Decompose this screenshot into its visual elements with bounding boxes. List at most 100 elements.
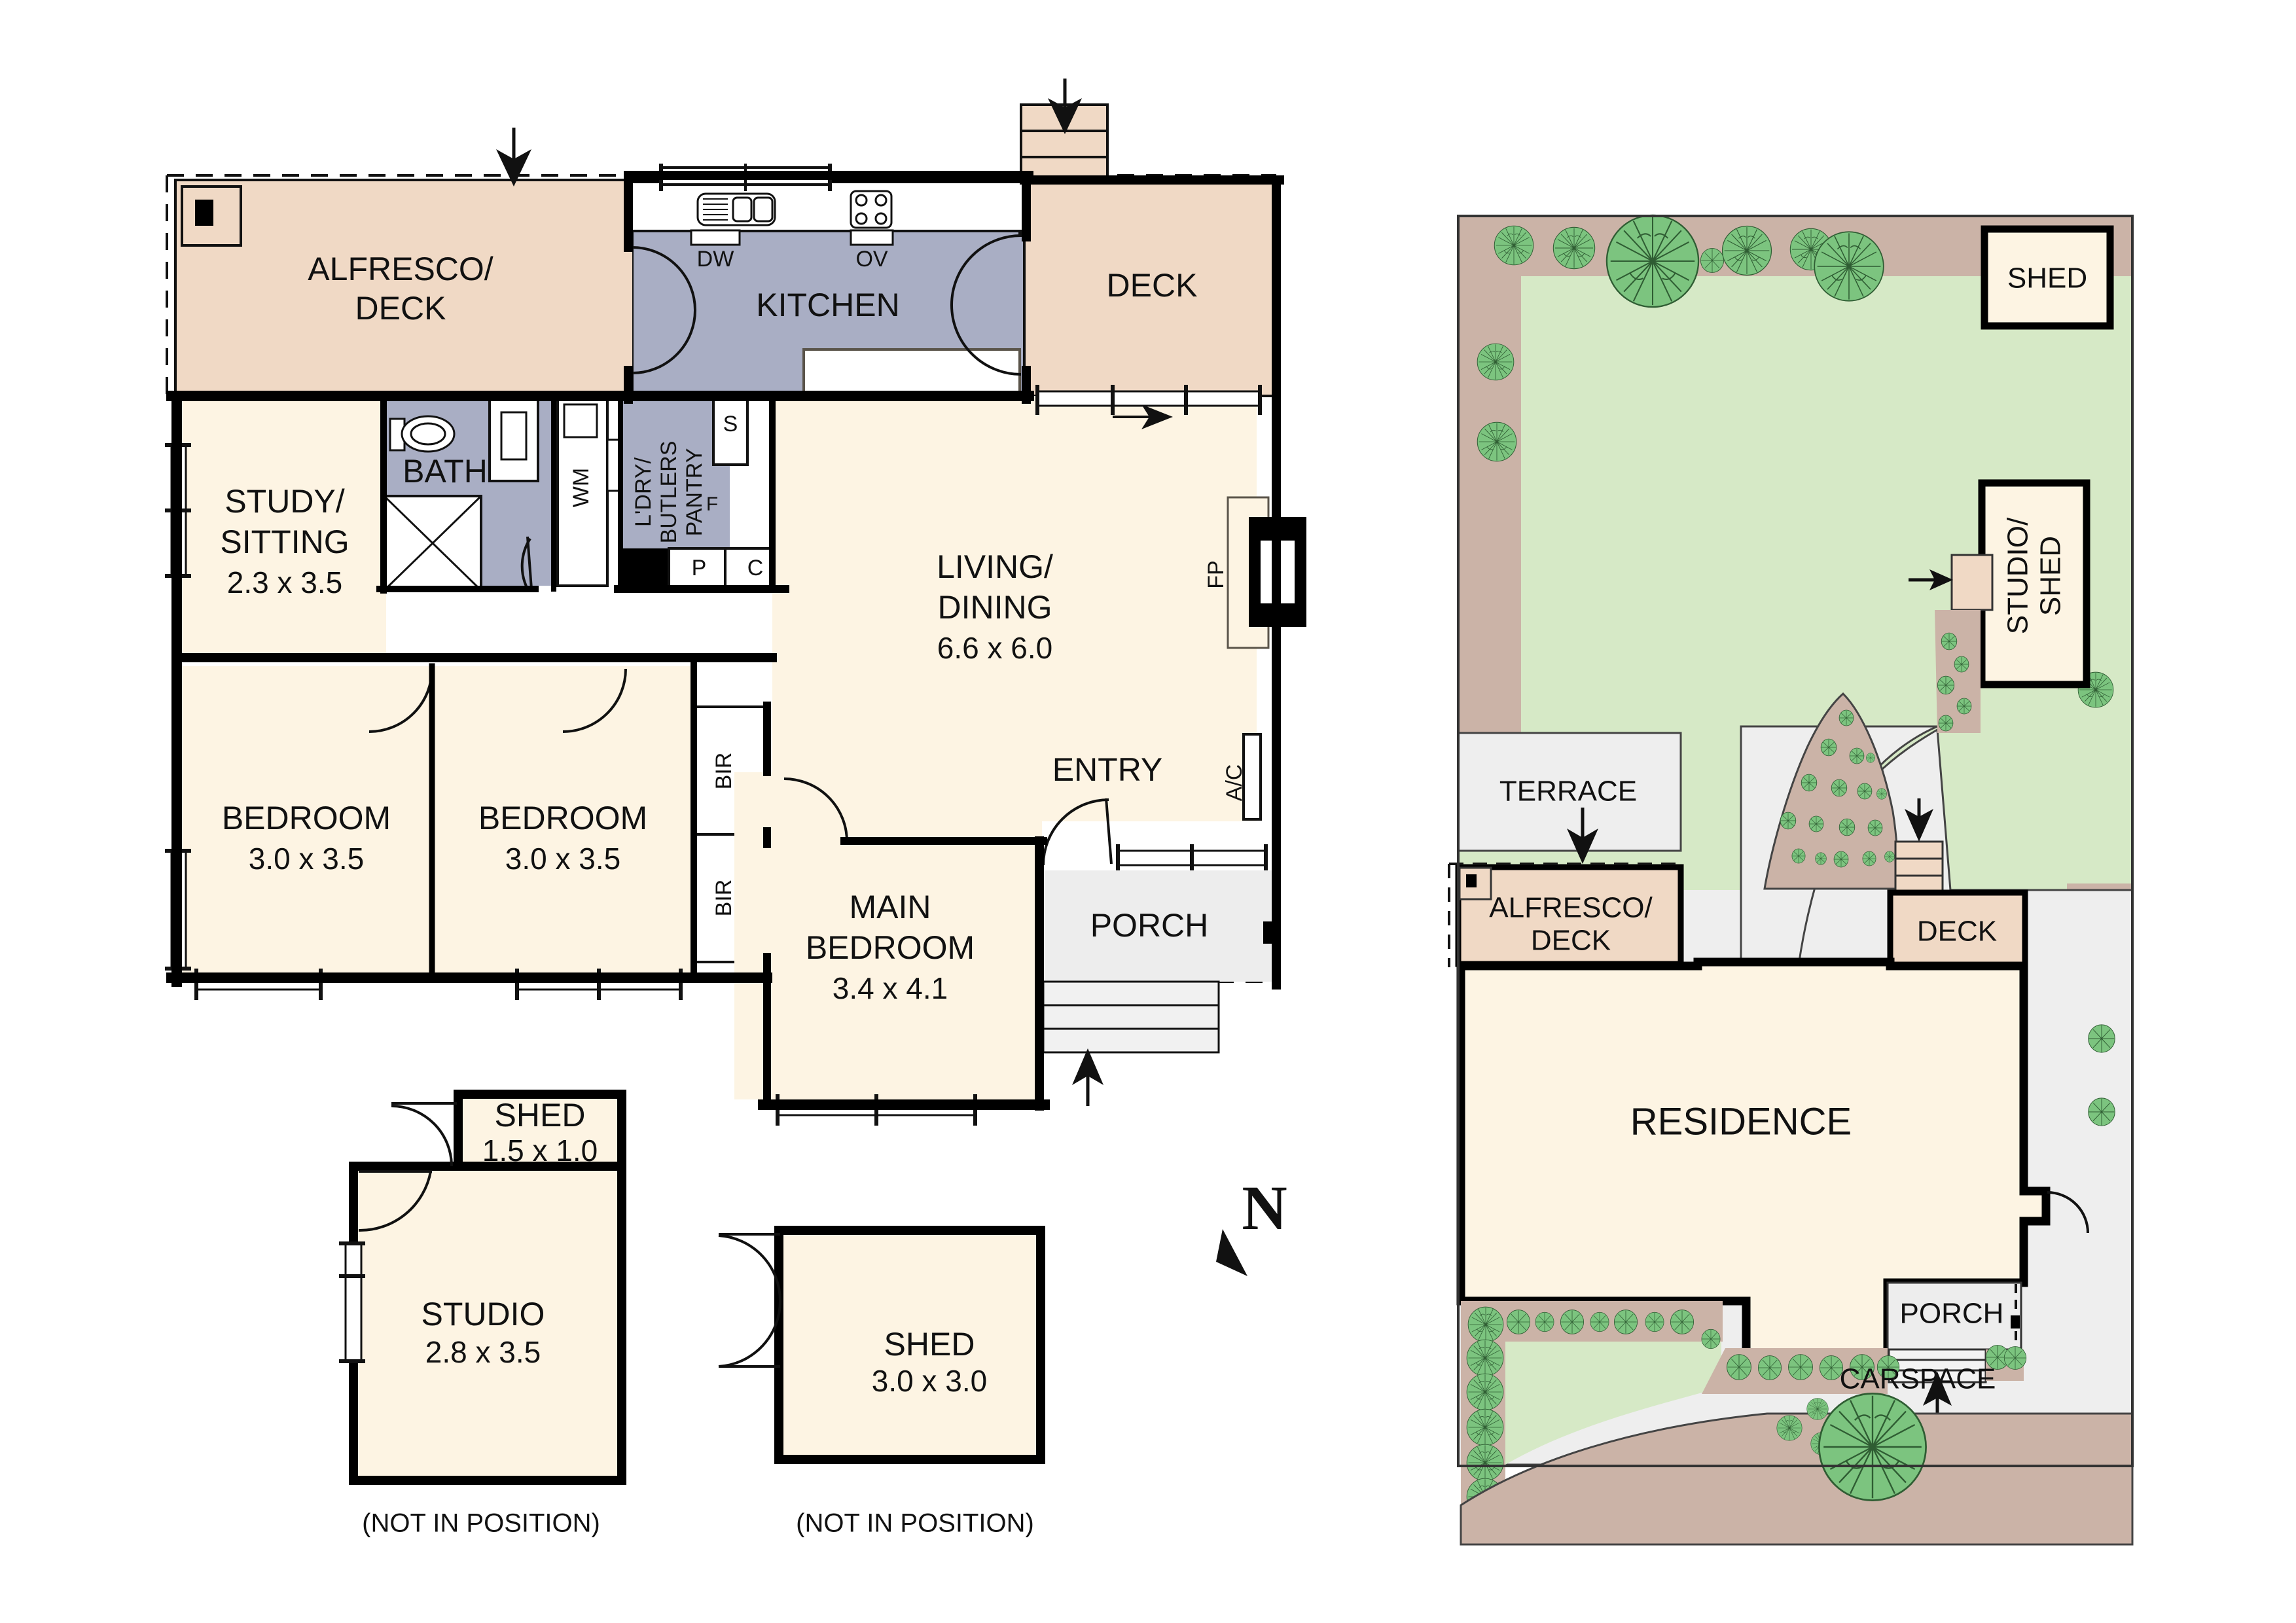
air-conditioner-unit xyxy=(1242,733,1262,821)
fireplace-icon xyxy=(1227,496,1306,649)
room-deck xyxy=(1020,103,1281,397)
site-studio-shed-label-line1: STUDIO/ xyxy=(2002,517,2034,634)
room-alfresco-deck xyxy=(174,179,635,397)
room-main-bedroom xyxy=(734,772,1042,1126)
shower-icon xyxy=(383,495,482,592)
studio-label: STUDIO xyxy=(422,1296,545,1332)
study-sitting-label-line2: SITTING xyxy=(220,524,349,560)
porch-steps xyxy=(1042,980,1220,1054)
laundry-pantry-label-line1: L'DRY/ xyxy=(631,457,656,527)
bir-upper-label: BIR xyxy=(711,753,736,790)
room-bedroom-1 xyxy=(165,666,433,1000)
outbuilding-shed-large xyxy=(718,1226,1045,1464)
sink-unit xyxy=(712,391,749,466)
site-studio-shed-label-line2: SHED xyxy=(2035,536,2067,616)
studio-dim: 2.8 x 3.5 xyxy=(425,1335,541,1369)
bir-lower-label: BIR xyxy=(711,880,736,917)
shed-large-label: SHED xyxy=(884,1326,975,1363)
fridge-label: F xyxy=(706,493,718,515)
dishwasher-unit xyxy=(690,229,741,246)
site-alfresco-deck xyxy=(1448,863,1684,967)
site-residence-label: RESIDENCE xyxy=(1630,1100,1852,1143)
shed-large-note: (NOT IN POSITION) xyxy=(796,1509,1034,1538)
room-living-dining xyxy=(772,396,1306,821)
room-study-sitting xyxy=(165,396,386,658)
kitchen-sink-icon xyxy=(696,192,776,226)
site-terrace-arrow xyxy=(1567,808,1598,864)
study-sitting-label-line1: STUDY/ xyxy=(224,483,344,520)
site-lot-border xyxy=(1457,215,2134,1467)
deck-label: DECK xyxy=(1107,267,1198,304)
shed-small-dim: 1.5 x 1.0 xyxy=(482,1133,598,1168)
toilet-icon xyxy=(389,415,456,453)
bath-label: BATH xyxy=(403,453,488,490)
access-arrow-alfresco xyxy=(496,128,531,187)
site-porch-label: PORCH xyxy=(1900,1298,2004,1330)
washing-machine-unit xyxy=(556,395,623,587)
porch-label: PORCH xyxy=(1090,907,1209,944)
room-porch xyxy=(1042,870,1276,1106)
cupboard-label: C xyxy=(747,556,764,580)
bedroom-1-label: BEDROOM xyxy=(222,800,391,836)
site-shed-label: SHED xyxy=(2007,262,2087,294)
room-laundry-butlers-pantry xyxy=(622,391,787,590)
site-garden-bed-blob xyxy=(1763,692,1899,890)
entry-door xyxy=(1042,798,1113,866)
entry-label: ENTRY xyxy=(1052,751,1163,788)
outbuilding-studio-shed xyxy=(339,1090,626,1485)
wall-lines xyxy=(166,171,1284,1111)
site-studio-shed xyxy=(1909,479,2090,733)
alfresco-deck-label-line2: DECK xyxy=(355,290,446,327)
dishwasher-label: DW xyxy=(697,247,734,272)
site-front-garden xyxy=(1460,1393,2134,1546)
compass-north-label: N xyxy=(1242,1173,1287,1243)
room-bath xyxy=(383,395,556,592)
site-terrace-label: TERRACE xyxy=(1499,776,1637,808)
fireplace-label: FP xyxy=(1204,560,1229,588)
living-dining-label-line2: DINING xyxy=(938,589,1052,626)
site-deck xyxy=(1887,889,2028,973)
laundry-pantry-label-line3: PANTRY xyxy=(682,448,707,537)
site-residence xyxy=(1456,957,2089,1366)
deck-window-band xyxy=(1035,385,1262,415)
oven-unit xyxy=(850,229,894,246)
site-carspace-label: CARSPACE xyxy=(1840,1363,1996,1395)
pantry-label: P xyxy=(692,556,707,580)
cooktop-icon xyxy=(850,190,893,229)
shed-large-dim: 3.0 x 3.0 xyxy=(872,1364,987,1398)
kitchen-label: KITCHEN xyxy=(756,287,899,323)
washing-machine-label: WM xyxy=(569,468,594,507)
site-plan-group: SHED STUDIO/ SHED xyxy=(1448,214,2134,1546)
compass: N xyxy=(1216,1173,1287,1276)
access-arrow-porch xyxy=(1072,1048,1103,1106)
room-bedroom-2 xyxy=(433,666,695,1000)
site-alfresco-deck-label-line2: DECK xyxy=(1531,925,1611,957)
oven-label: OV xyxy=(855,247,888,272)
bedroom-2-dim: 3.0 x 3.5 xyxy=(505,842,620,876)
main-bedroom-label-line2: BEDROOM xyxy=(806,929,975,966)
site-shed xyxy=(1981,225,2114,330)
shed-small-label: SHED xyxy=(495,1097,586,1133)
outbuildings-group: SHED 1.5 x 1.0 STUDIO 2.8 x 3.5 (NOT IN … xyxy=(339,1090,1045,1538)
bedroom-1-dim: 3.0 x 3.5 xyxy=(249,842,364,876)
site-alfresco-deck-label-line1: ALFRESCO/ xyxy=(1489,892,1653,924)
access-arrow-deck xyxy=(1048,79,1082,134)
study-sitting-dim: 2.3 x 3.5 xyxy=(227,565,342,599)
air-conditioner-label: A/C xyxy=(1222,764,1247,802)
living-dining-label-line1: LIVING/ xyxy=(937,548,1053,585)
wall-kitchen-living xyxy=(767,391,1030,401)
site-deck-label: DECK xyxy=(1917,916,1997,948)
compass-needle-icon xyxy=(1216,1229,1247,1276)
alfresco-deck-label-line1: ALFRESCO/ xyxy=(308,251,493,287)
access-arrow-kitchen-deck xyxy=(1113,404,1173,429)
bath-vanity xyxy=(488,395,539,482)
pantry-solid-block xyxy=(623,548,672,589)
sink-label: S xyxy=(723,412,738,437)
main-floor-plan-group: ALFRESCO/ DECK xyxy=(165,79,1306,1126)
studio-shed-note: (NOT IN POSITION) xyxy=(362,1509,600,1538)
living-dining-dim: 6.6 x 6.0 xyxy=(937,631,1052,665)
site-porch xyxy=(1886,1281,2027,1420)
bedroom-2-label: BEDROOM xyxy=(478,800,647,836)
